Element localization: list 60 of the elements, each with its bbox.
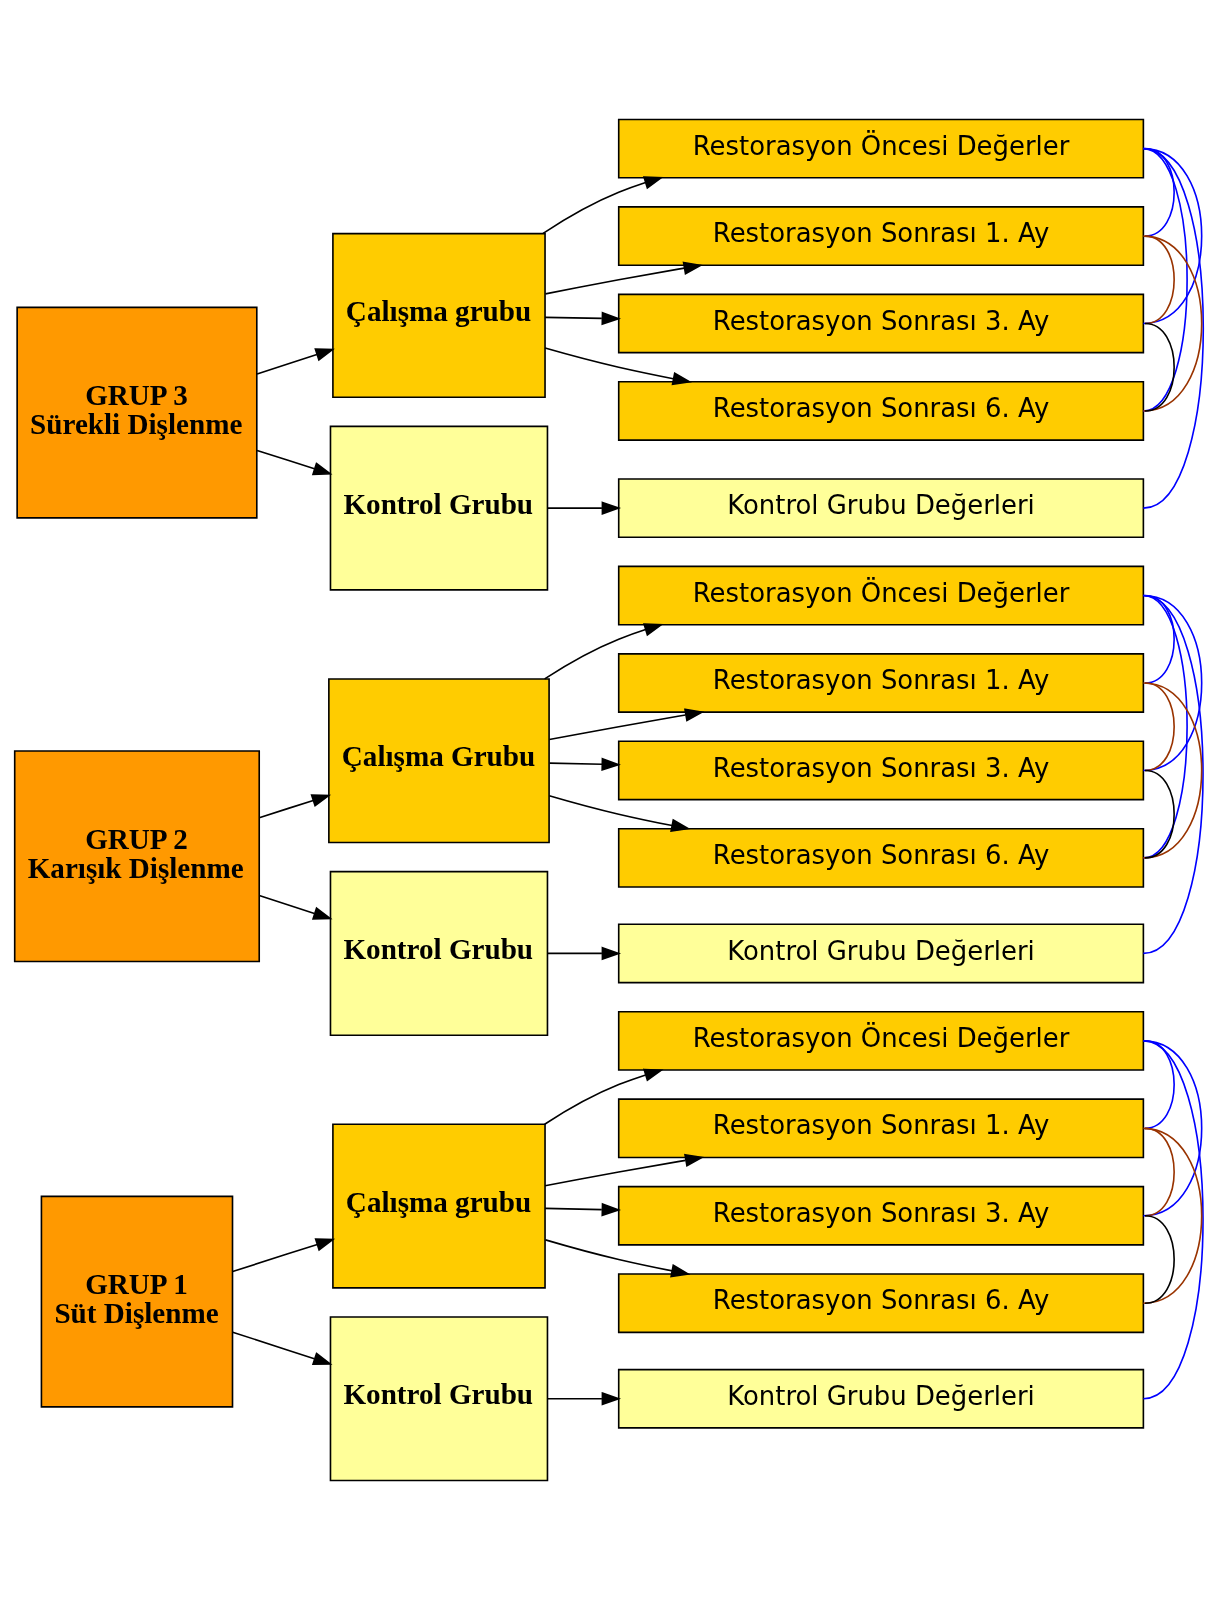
- connector: [1142, 235, 1203, 412]
- connector: [1142, 1040, 1204, 1400]
- node-box: Çalışma grubu: [332, 1123, 546, 1289]
- arrow: [548, 757, 621, 772]
- node-box: Restorasyon Sonrası 1. Ay: [617, 653, 1145, 713]
- connector: [1142, 147, 1188, 412]
- node-box: Restorasyon Sonrası 3. Ay: [617, 740, 1145, 801]
- node-box: GRUP 2 Karışık Dişlenme: [13, 750, 261, 963]
- connector: [1142, 594, 1188, 859]
- connector: [1142, 147, 1203, 325]
- arrow: [547, 501, 622, 515]
- node-box: Kontrol Grubu Değerleri: [617, 478, 1145, 539]
- node-box: GRUP 3 Sürekli Dişlenme: [16, 306, 258, 519]
- node-box: Restorasyon Sonrası 6. Ay: [617, 827, 1145, 888]
- connector: [1142, 594, 1204, 955]
- connector: [1144, 769, 1175, 859]
- connector: [1142, 594, 1203, 772]
- arrow: [542, 176, 664, 235]
- node-box: Restorasyon Sonrası 6. Ay: [617, 1273, 1145, 1334]
- node-box: Restorasyon Sonrası 1. Ay: [617, 1098, 1145, 1159]
- node-box: Restorasyon Öncesi Değerler: [617, 1010, 1145, 1071]
- arrow: [256, 348, 335, 375]
- arrow: [547, 946, 622, 961]
- node-box: Kontrol Grubu: [329, 425, 549, 591]
- arrow: [544, 311, 622, 326]
- connector: [1144, 682, 1175, 772]
- arrow: [544, 347, 692, 386]
- node-box: Kontrol Grubu Değerleri: [617, 923, 1145, 984]
- connector: [1144, 322, 1175, 412]
- arrow: [544, 1202, 622, 1217]
- node-box: Restorasyon Öncesi Değerler: [617, 565, 1145, 626]
- node-box: Restorasyon Sonrası 3. Ay: [617, 293, 1145, 354]
- node-box: Restorasyon Öncesi Değerler: [617, 118, 1145, 179]
- node-box: GRUP 1 Süt Dişlenme: [40, 1195, 234, 1408]
- connector: [1142, 1127, 1203, 1304]
- connector: [1144, 1214, 1175, 1304]
- arrow: [544, 1239, 691, 1278]
- arrow: [548, 708, 705, 741]
- arrow: [231, 1238, 336, 1273]
- arrow: [258, 794, 332, 819]
- arrow: [548, 794, 691, 833]
- arrow: [231, 1331, 333, 1366]
- node-box: Restorasyon Sonrası 3. Ay: [617, 1185, 1145, 1246]
- arrow: [547, 1391, 622, 1406]
- node-box: Restorasyon Sonrası 1. Ay: [617, 206, 1145, 267]
- connector: [1142, 1040, 1203, 1217]
- arrow: [544, 1153, 705, 1187]
- arrow: [544, 261, 703, 295]
- node-box: Kontrol Grubu: [329, 870, 549, 1036]
- arrow: [543, 1068, 664, 1126]
- connector: [1142, 682, 1203, 859]
- arrow: [543, 623, 664, 680]
- connector: [1142, 147, 1205, 509]
- node-box: Kontrol Grubu: [329, 1316, 549, 1482]
- node-box: Kontrol Grubu Değerleri: [617, 1368, 1145, 1429]
- node-box: Çalışma grubu: [332, 232, 546, 398]
- node-box: Çalışma Grubu: [328, 678, 550, 844]
- arrow: [258, 894, 333, 920]
- arrow: [256, 449, 333, 476]
- node-box: Restorasyon Sonrası 6. Ay: [617, 381, 1145, 441]
